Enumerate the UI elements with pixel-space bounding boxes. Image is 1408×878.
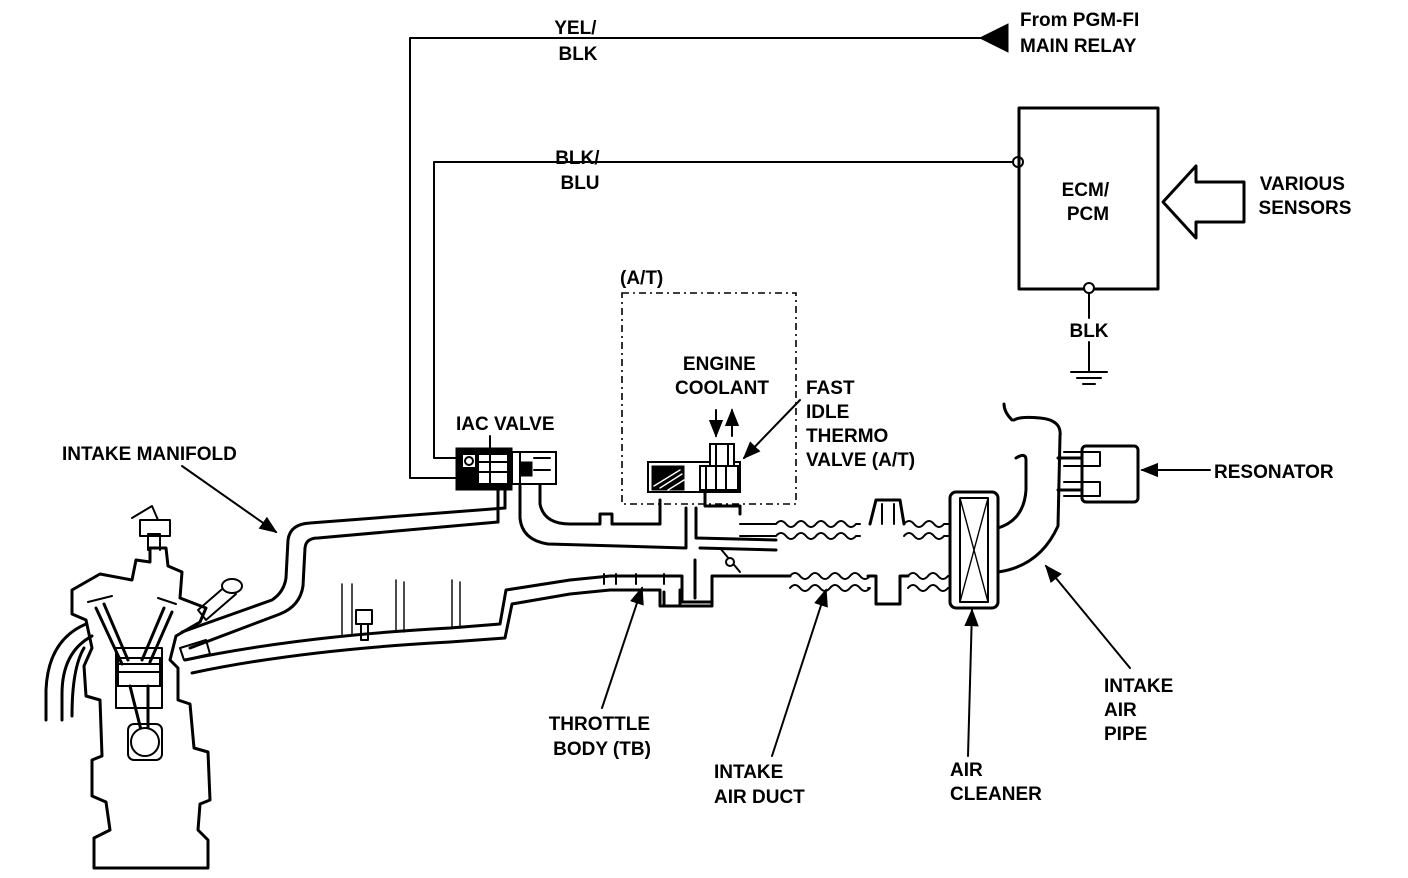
ground-symbol [1070,371,1108,385]
at-box-label: (A/T) [620,268,663,289]
ecm-terminal-bottom [1083,282,1095,294]
crankshaft [130,727,160,757]
ground-wire-label: BLK [1069,321,1108,342]
engine-block [70,546,212,870]
lower-runner [183,574,612,662]
resonator-label: RESONATOR [1214,462,1334,483]
upper-bellows [739,520,861,528]
intake-manifold-leader [181,465,278,534]
leader-arrows [181,399,1211,757]
air-cleaner-label: AIR CLEANER [950,760,1042,805]
from-relay-label: From PGM-FI MAIN RELAY [1020,10,1145,57]
intake-manifold-pipe [180,506,507,634]
sensors-label: VARIOUS SENSORS [1259,174,1352,219]
wire-yel-blk [409,37,986,479]
intake-manifold-label: INTAKE MANIFOLD [62,444,237,465]
intake-air-pipe [996,415,1062,574]
relay-arrow-head [978,23,1009,53]
intake-air-duct-label: INTAKE AIR DUCT [714,762,805,808]
at-dashed-box [621,292,797,505]
intake-air-pipe-label: INTAKE AIR PIPE [1104,676,1179,745]
intake-air-pipe-leader [1044,564,1131,669]
iac-valve-body [455,447,557,491]
fast-idle-leader [742,399,801,460]
bypass-passages [518,478,688,550]
wire-yel-blk-label: YEL/ BLK [554,18,602,65]
fast-idle-label: FAST IDLE THERMO VALVE (A/T) [806,378,915,471]
air-cleaner-housing [948,490,1000,610]
throttle-body [608,574,792,604]
wiring [409,23,1246,479]
ecm-label: ECM/ PCM [1062,180,1115,225]
engine-coolant-label: ENGINE COOLANT [675,354,769,399]
labels: YEL/ BLK From PGM-FI MAIN RELAY BLK/ BLU… [62,10,1351,808]
engine-cutaway [44,505,243,870]
fast-idle-thermo-valve [647,443,741,493]
throttle-body-leader [601,586,644,709]
wire-blk-blu-label: BLK/ BLU [555,148,605,194]
air-cleaner-leader [964,608,979,757]
iac-valve-label: IAC VALVE [456,414,555,435]
throttle-body-label: THROTTLE BODY (TB) [549,714,656,760]
lower-bellows [789,572,871,580]
intake-plumbing [180,402,1140,675]
wire-blk-blu [433,161,1016,459]
intake-air-duct-leader [771,588,828,757]
resonator [1080,444,1140,504]
sensors-input-arrow [1161,164,1246,240]
